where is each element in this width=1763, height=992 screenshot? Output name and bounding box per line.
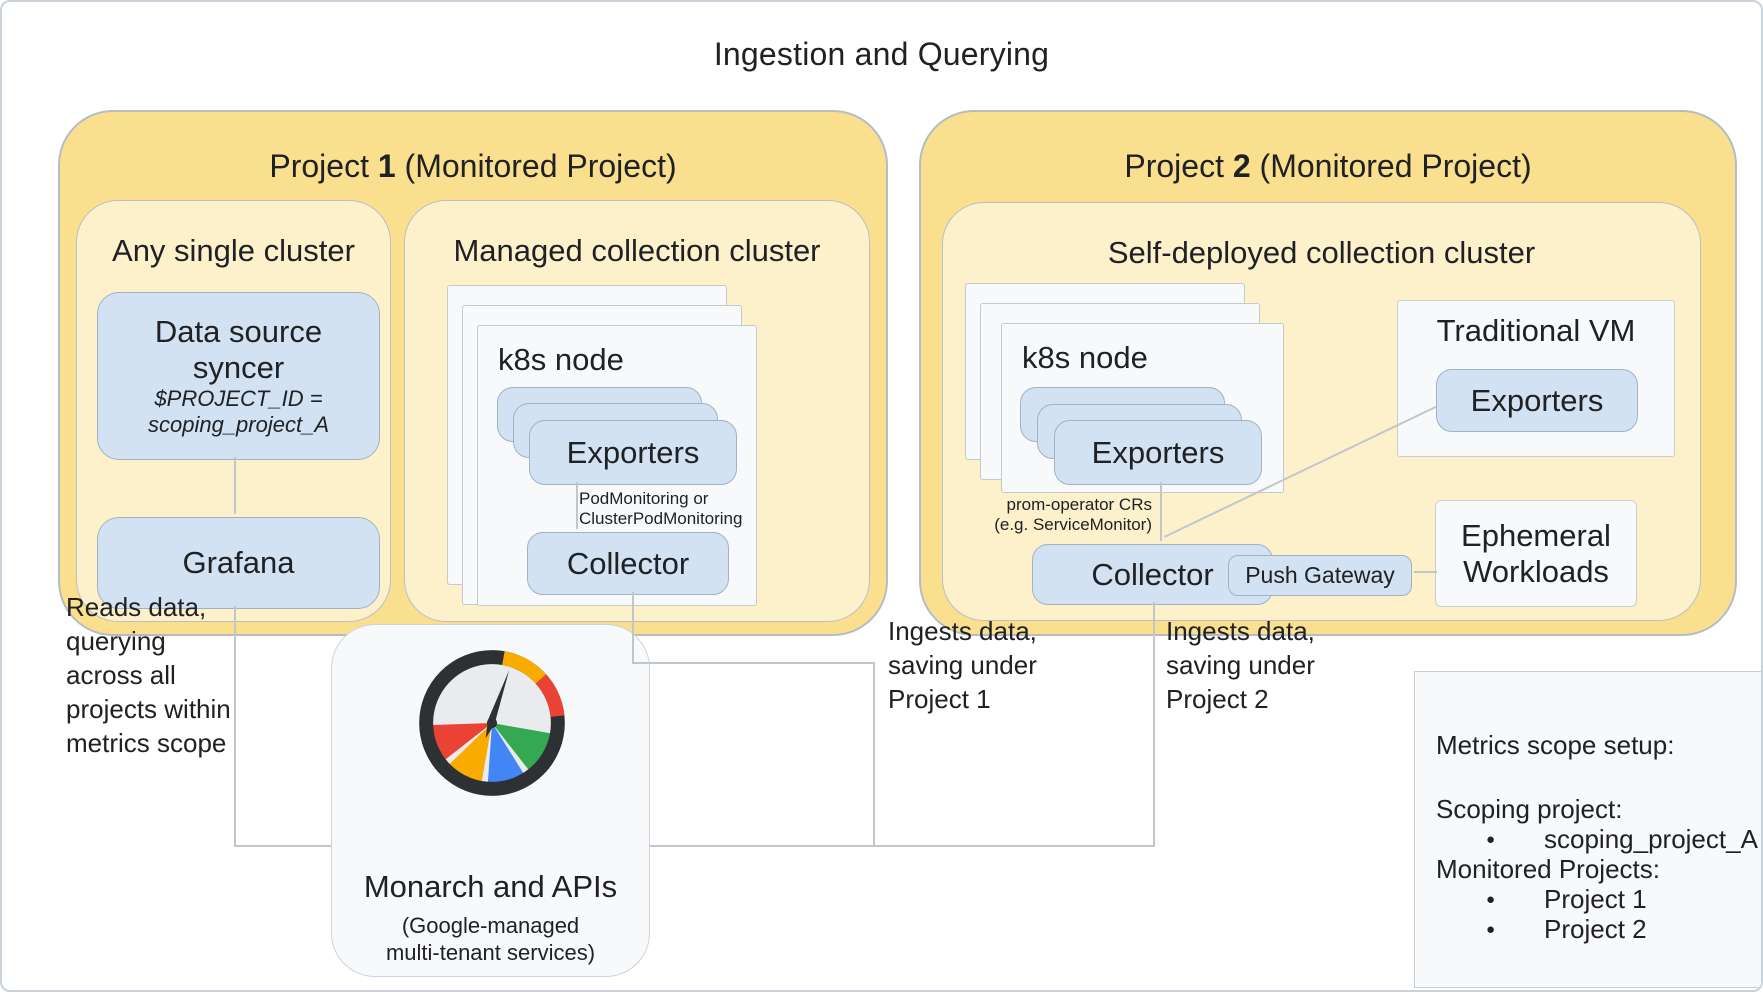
reads-line-1: Reads data, bbox=[66, 592, 207, 622]
ingests1-line-3: Project 1 bbox=[888, 684, 991, 714]
ephemeral-workloads-box: Ephemeral Workloads bbox=[1435, 500, 1637, 607]
ingests2-line-1: Ingests data, bbox=[1166, 616, 1315, 646]
reads-line-5: metrics scope bbox=[66, 728, 227, 758]
monarch-subtitle-line1: (Google-managed bbox=[401, 913, 580, 938]
ingests2-line-3: Project 2 bbox=[1166, 684, 1269, 714]
reads-data-annotation: Reads data, querying across all projects… bbox=[66, 590, 236, 760]
monitored-project-item-1: Project 1 bbox=[1436, 884, 1746, 914]
syncer-scoping-project: scoping_project_A bbox=[147, 412, 329, 437]
monarch-title: Monarch and APIs bbox=[363, 869, 618, 904]
monitored-project-value-1: Project 1 bbox=[1544, 884, 1647, 914]
project1-title-number: 1 bbox=[377, 148, 396, 184]
any-single-cluster-title: Any single cluster bbox=[112, 233, 355, 268]
monarch-gauge-icon bbox=[416, 647, 568, 799]
ingests2-line-2: saving under bbox=[1166, 650, 1315, 680]
traditional-vm-title: Traditional VM bbox=[1436, 313, 1636, 348]
project2-title-suffix: (Monitored Project) bbox=[1250, 148, 1532, 184]
managed-cluster-panel: Managed collection cluster k8s node Expo… bbox=[404, 200, 870, 622]
scoping-project-item: scoping_project_A bbox=[1436, 824, 1758, 854]
grafana-label: Grafana bbox=[182, 545, 295, 580]
push-gateway-box: Push Gateway bbox=[1228, 555, 1412, 596]
bullet-icon bbox=[1486, 891, 1495, 908]
project1-title-suffix: (Monitored Project) bbox=[395, 148, 677, 184]
monitored-project-item-2: Project 2 bbox=[1436, 914, 1746, 944]
monitored-projects-label: Monitored Projects: bbox=[1436, 854, 1660, 884]
pod-monitoring-line2: ClusterPodMonitoring bbox=[579, 509, 743, 528]
project2-title: Project 2 (Monitored Project) bbox=[921, 148, 1735, 185]
monarch-subtitle-line2: multi-tenant services) bbox=[385, 940, 596, 965]
syncer-label-line2: syncer bbox=[192, 350, 285, 385]
syncer-project-id: $PROJECT_ID = bbox=[154, 386, 323, 411]
data-source-syncer-box: Data source syncer $PROJECT_ID = scoping… bbox=[97, 292, 380, 460]
connector-collector1-vertical2 bbox=[873, 662, 875, 847]
bullet-icon bbox=[1486, 921, 1495, 938]
ingests1-line-1: Ingests data, bbox=[888, 616, 1037, 646]
project2-title-number: 2 bbox=[1232, 148, 1251, 184]
ingests1-line-2: saving under bbox=[888, 650, 1037, 680]
connector-pushgateway-ephemeral bbox=[1414, 571, 1437, 573]
traditional-vm-box: Traditional VM Exporters bbox=[1397, 300, 1675, 457]
exporters-box-front: Exporters bbox=[529, 420, 737, 485]
connector-monarch-right bbox=[650, 845, 1154, 847]
scoping-project-label: Scoping project: bbox=[1436, 794, 1623, 824]
vm-exporters-box: Exporters bbox=[1436, 369, 1638, 432]
ingests-project2-annotation: Ingests data, saving under Project 2 bbox=[1166, 614, 1366, 716]
project2-container: Project 2 (Monitored Project) Self-deplo… bbox=[919, 110, 1737, 636]
ephemeral-line2: Workloads bbox=[1463, 553, 1609, 589]
reads-line-2: querying bbox=[66, 626, 166, 656]
self-deployed-panel: Self-deployed collection cluster k8s nod… bbox=[942, 202, 1701, 621]
reads-line-4: projects within bbox=[66, 694, 231, 724]
prom-operator-line2: (e.g. ServiceMonitor) bbox=[994, 515, 1152, 534]
bullet-icon bbox=[1486, 831, 1495, 848]
connector-syncer-grafana bbox=[234, 457, 236, 514]
connector-exporters-collector-p1 bbox=[576, 482, 578, 529]
page-title: Ingestion and Querying bbox=[713, 36, 1050, 72]
project2-title-prefix: Project bbox=[1124, 148, 1233, 184]
collector-label-p1: Collector bbox=[566, 545, 690, 581]
syncer-label-line1: Data source bbox=[154, 314, 323, 349]
exporters-label-p2: Exporters bbox=[1091, 434, 1225, 470]
metrics-scope-title: Metrics scope setup: bbox=[1436, 730, 1675, 760]
vm-exporters-label: Exporters bbox=[1470, 382, 1604, 418]
connector-grafana-down bbox=[234, 606, 236, 847]
k8s-node-label-p2: k8s node bbox=[1022, 340, 1148, 375]
scoping-project-value: scoping_project_A bbox=[1544, 824, 1758, 854]
connector-to-monarch-left bbox=[234, 845, 331, 847]
managed-cluster-title: Managed collection cluster bbox=[453, 233, 821, 268]
monitored-project-value-2: Project 2 bbox=[1544, 914, 1647, 944]
reads-line-3: across all bbox=[66, 660, 176, 690]
metrics-scope-box: Metrics scope setup: Scoping project: sc… bbox=[1414, 671, 1761, 988]
project1-container: Project 1 (Monitored Project) Any single… bbox=[58, 110, 888, 636]
prom-operator-line1: prom-operator CRs bbox=[1006, 495, 1153, 514]
any-single-cluster-panel: Any single cluster Data source syncer $P… bbox=[76, 200, 391, 622]
connector-exporters-collector-p2 bbox=[1160, 482, 1162, 541]
ephemeral-line1: Ephemeral bbox=[1461, 517, 1611, 553]
project1-title: Project 1 (Monitored Project) bbox=[60, 148, 886, 185]
exporters-label: Exporters bbox=[566, 434, 700, 470]
pod-monitoring-label: PodMonitoring or ClusterPodMonitoring bbox=[579, 489, 742, 529]
monarch-box: Monarch and APIs (Google-managed multi-t… bbox=[331, 624, 650, 977]
pod-monitoring-line1: PodMonitoring or bbox=[579, 489, 709, 508]
project1-title-prefix: Project bbox=[269, 148, 378, 184]
connector-collector1-down bbox=[632, 592, 634, 664]
collector-box-p1: Collector bbox=[527, 532, 729, 595]
grafana-box: Grafana bbox=[97, 517, 380, 609]
self-deployed-title: Self-deployed collection cluster bbox=[1107, 235, 1536, 270]
connector-collector1-horizontal bbox=[632, 662, 875, 664]
connector-collector2-down bbox=[1153, 602, 1155, 847]
k8s-node-label: k8s node bbox=[498, 342, 624, 377]
collector-label-p2: Collector bbox=[1091, 556, 1214, 592]
push-gateway-label: Push Gateway bbox=[1245, 562, 1395, 588]
ingests-project1-annotation: Ingests data, saving under Project 1 bbox=[888, 614, 1088, 716]
prom-operator-label: prom-operator CRs (e.g. ServiceMonitor) bbox=[963, 495, 1152, 535]
exporters-box-front-p2: Exporters bbox=[1054, 420, 1262, 485]
